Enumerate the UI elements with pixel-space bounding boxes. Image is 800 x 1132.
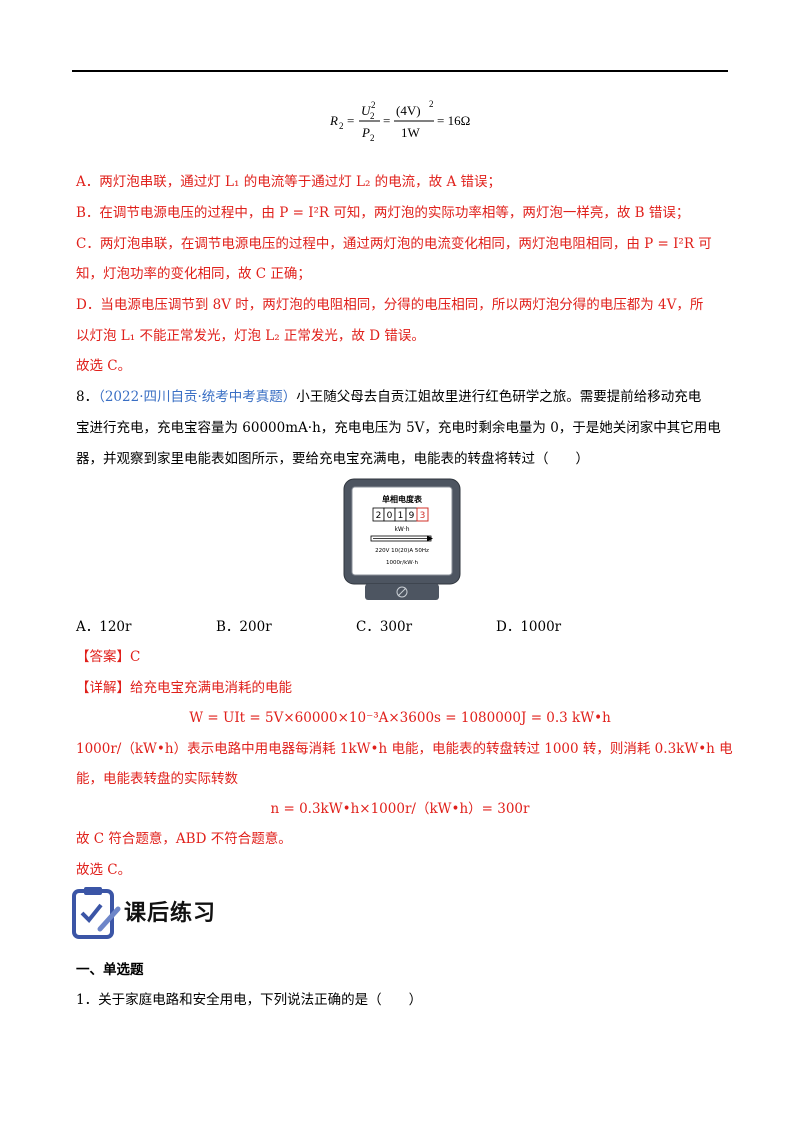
formula-r2: R 2 = U 2 2 P 2 = (4V) 2 1W = 16Ω (330, 99, 470, 143)
svg-text:2: 2 (429, 99, 434, 109)
meter-rev: 1000r/kW·h (386, 560, 418, 566)
svg-text:(4V): (4V) (396, 103, 421, 118)
option-b[interactable]: B．200r (216, 619, 272, 635)
svg-text:R: R (330, 113, 338, 128)
svg-text:0: 0 (387, 511, 393, 521)
option-a[interactable]: A．120r (76, 619, 132, 635)
exercise-banner: 课后练习 (72, 885, 242, 941)
explanation-line2: 能，电能表转盘的实际转数 (76, 771, 238, 787)
svg-text:2: 2 (376, 511, 382, 521)
svg-text:2: 2 (370, 111, 375, 121)
header-rule (72, 70, 728, 72)
svg-text:= 16Ω: = 16Ω (437, 113, 470, 128)
svg-text:1: 1 (398, 511, 404, 521)
meter-rotation-arrow (370, 535, 433, 542)
detail-label: 【详解】给充电宝充满电消耗的电能 (76, 680, 292, 696)
checklist-icon (72, 887, 121, 939)
energy-equation: W = UIt = 5V×60000×10⁻³A×3600s = 1080000… (189, 710, 611, 726)
question8-line3: 器，并观察到家里电能表如图所示，要给充电宝充满电，电能表的转盘将转过（ ） (76, 451, 589, 467)
question8-line1: 8．（2022·四川自贡·统考中考真题）小王随父母去自贡江姐故里进行红色研学之旅… (76, 387, 701, 407)
exercise-banner-title: 课后练习 (124, 901, 217, 926)
analysis-option-d-line1: D．当电源电压调节到 8V 时，两灯泡的电阻相同，分得的电压相同，所以两灯泡分得… (76, 297, 704, 313)
answer-conclusion: 故 C 符合题意，ABD 不符合题意。 (76, 831, 292, 847)
svg-text:3: 3 (420, 511, 426, 521)
svg-text:=: = (383, 113, 390, 128)
svg-text:1W: 1W (401, 125, 421, 140)
section-heading: 一、单选题 (76, 962, 144, 978)
svg-text:P: P (361, 125, 370, 140)
svg-text:=: = (347, 113, 354, 128)
svg-text:U: U (361, 103, 372, 118)
revolution-equation: n = 0.3kW•h×1000r/（kW•h）= 300r (270, 801, 530, 817)
analysis-option-c-line2: 知，灯泡功率的变化相同，故 C 正确； (76, 266, 311, 282)
analysis-option-b: B．在调节电源电压的过程中，由 P = I²R 可知，两灯泡的实际功率相等，两灯… (76, 205, 690, 221)
meter-digits: 2 0 1 9 3 (372, 507, 429, 522)
svg-text:9: 9 (409, 511, 415, 521)
question1: 1．关于家庭电路和安全用电，下列说法正确的是（ ） (76, 992, 423, 1008)
meter-unit: kW·h (394, 526, 409, 533)
meter-spec: 220V 10(20)A 50Hz (375, 548, 429, 554)
question-text: 小王随父母去自贡江姐故里进行红色研学之旅。需要提前给移动充电 (296, 389, 702, 405)
question-source: （2022·四川自贡·统考中考真题） (98, 389, 297, 405)
question8-options: A．120r B．200r C．300r D．1000r (76, 617, 636, 637)
question8-line2: 宝进行充电，充电宝容量为 60000mA·h，充电电压为 5V，充电时剩余电量为… (76, 420, 721, 436)
analysis-option-c-line1: C．两灯泡串联，在调节电源电压的过程中，通过两灯泡的电流变化相同，两灯泡电阻相同… (76, 236, 712, 252)
analysis-option-d-line2: 以灯泡 L₁ 不能正常发光，灯泡 L₂ 正常发光，故 D 错误。 (76, 328, 425, 344)
meter-title: 单相电度表 (382, 494, 423, 504)
answer-label: 【答案】C (76, 649, 141, 665)
svg-text:2: 2 (339, 121, 344, 131)
analysis-option-a: A．两灯泡串联，通过灯 L₁ 的电流等于通过灯 L₂ 的电流，故 A 错误； (76, 174, 501, 190)
option-d[interactable]: D．1000r (496, 619, 562, 635)
svg-text:2: 2 (371, 100, 376, 110)
analysis-choose: 故选 C。 (76, 358, 132, 374)
electricity-meter-image: 单相电度表 2 0 1 9 3 kW·h 220V 10(20)A 50Hz 1… (343, 478, 461, 600)
answer-choose: 故选 C。 (76, 862, 132, 878)
explanation-line1: 1000r/（kW•h）表示电路中用电器每消耗 1kW•h 电能，电能表的转盘转… (76, 741, 733, 757)
option-c[interactable]: C．300r (356, 619, 413, 635)
svg-text:2: 2 (370, 133, 375, 143)
question-number: 8． (76, 389, 99, 405)
